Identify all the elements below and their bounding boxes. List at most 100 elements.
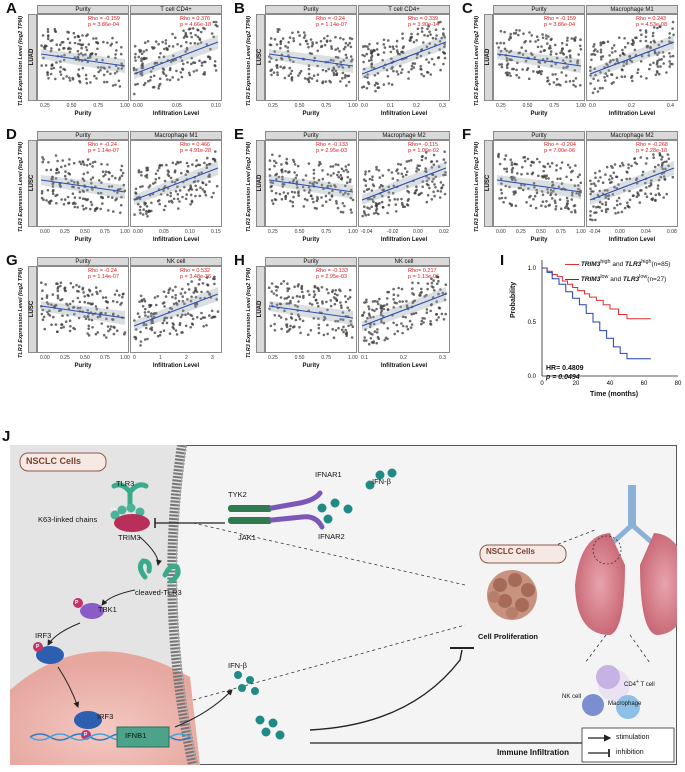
scatter-point — [78, 81, 82, 84]
scatter-point — [639, 189, 642, 192]
purity-x-tick: 0.25 — [496, 103, 506, 109]
scatter-point — [400, 197, 403, 201]
scatter-point — [288, 36, 292, 39]
cancer-strip — [484, 140, 493, 227]
legend-inhibition-label: inhibition — [616, 749, 644, 756]
scatter-point — [156, 169, 160, 172]
scatter-point — [104, 173, 107, 176]
cell-x-tick: 0.04 — [641, 229, 651, 235]
scatter-point — [340, 176, 344, 180]
scatter-point — [296, 305, 299, 308]
purity-x-tick: 1.00 — [120, 355, 130, 361]
scatter-point — [324, 194, 328, 198]
scatter-point — [520, 183, 523, 187]
scatter-point — [40, 312, 44, 316]
scatter-point — [85, 77, 88, 81]
scatter-point — [176, 193, 180, 196]
scatter-point — [297, 74, 300, 77]
scatter-point — [370, 62, 374, 65]
scatter-point — [376, 300, 379, 303]
infiltration-xlabel: Infiltration Level — [608, 237, 656, 243]
scatter-point — [281, 178, 284, 181]
scatter-point — [619, 202, 622, 206]
scatter-point — [339, 304, 343, 307]
scatter-point — [534, 206, 538, 210]
scatter-point — [340, 328, 344, 332]
scatter-point — [43, 327, 46, 331]
scatter-point — [608, 178, 611, 181]
scatter-point — [665, 160, 668, 163]
scatter-point — [198, 163, 202, 167]
scatter-point — [99, 191, 103, 195]
scatter-point — [498, 63, 501, 66]
scatter-point — [40, 64, 43, 67]
regression-line — [268, 305, 354, 319]
scatter-point — [364, 213, 367, 217]
purity-x-tick: 0.25 — [60, 229, 70, 235]
scatter-point — [668, 32, 671, 35]
scatter-point — [326, 184, 330, 188]
scatter-point — [335, 199, 338, 203]
scatter-point — [202, 325, 205, 328]
scatter-point — [292, 37, 295, 40]
scatter-point — [625, 170, 629, 174]
regression-line — [268, 53, 354, 67]
scatter-point — [443, 56, 447, 60]
scatter-point — [630, 164, 633, 168]
scatter-point — [167, 170, 170, 174]
scatter-point — [339, 190, 342, 194]
scatter-point — [439, 190, 443, 193]
cell-x-tick: 0.2 — [413, 103, 420, 109]
scatter-point — [331, 165, 335, 168]
scatter-point — [631, 79, 634, 83]
scatter-point — [120, 46, 123, 49]
scatter-point — [283, 76, 287, 80]
scatter-point — [78, 190, 82, 194]
scatter-point — [505, 64, 509, 67]
correlation-panel: G TLR3 Expression Level (log2 TPM) LUSC … — [0, 252, 226, 376]
scatter-point — [337, 175, 340, 179]
scatter-point — [208, 314, 211, 317]
correlation-panel: D TLR3 Expression Level (log2 TPM) LUSC … — [0, 126, 226, 250]
scatter-point — [640, 33, 643, 36]
scatter-point — [203, 316, 206, 319]
scatter-point — [73, 205, 77, 209]
scatter-point — [171, 289, 175, 292]
purity-x-tick: 0.00 — [496, 229, 506, 235]
scatter-point — [368, 207, 371, 210]
scatter-point — [382, 51, 386, 54]
scatter-point — [308, 293, 311, 296]
scatter-point — [195, 159, 198, 162]
scatter-point — [100, 181, 103, 184]
scatter-point — [120, 195, 123, 199]
scatter-point — [161, 40, 164, 44]
scatter-point — [162, 68, 166, 71]
scatter-point — [573, 209, 577, 212]
scatter-point — [521, 53, 525, 56]
scatter-point — [107, 329, 110, 333]
scatter-point — [509, 158, 512, 161]
scatter-point — [50, 323, 53, 326]
scatter-point — [597, 179, 600, 183]
scatter-point — [73, 196, 77, 199]
scatter-point — [596, 193, 600, 197]
scatter-point — [303, 189, 306, 192]
scatter-point — [535, 70, 539, 74]
scatter-point — [313, 206, 317, 210]
scatter-point — [608, 181, 612, 185]
scatter-point — [575, 192, 578, 195]
scatter-point — [134, 328, 138, 331]
scatter-point — [364, 320, 368, 323]
scatter-point — [438, 40, 442, 43]
scatter-point — [595, 211, 598, 214]
scatter-point — [592, 190, 595, 193]
confidence-band — [362, 161, 446, 205]
scatter-point — [184, 31, 187, 35]
scatter-point — [440, 312, 444, 316]
scatter-point — [276, 71, 279, 74]
scatter-point — [393, 301, 396, 304]
scatter-point — [151, 182, 155, 185]
scatter-point — [181, 309, 185, 312]
scatter-point — [102, 66, 106, 69]
scatter-point — [429, 33, 432, 36]
